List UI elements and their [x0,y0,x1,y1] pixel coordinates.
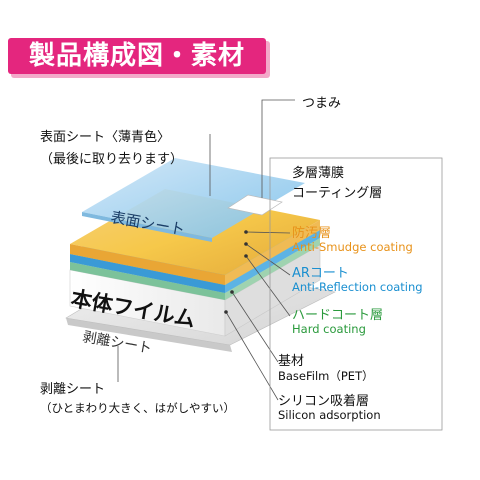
coating-header-line2: コーティング層 [292,186,383,201]
hard-coating-edge [70,262,225,300]
release-sheet-title: 剥離シート [40,382,106,397]
base-en-label: BaseFilm（PET） [278,369,374,383]
hard-leader [245,255,291,317]
antismudge-en-label: Anti-Smudge coating [292,240,413,254]
ar-en-label: Anti-Reflection coating [292,280,423,294]
surface-sheet-edge [82,212,212,242]
hard-jp-label: ハードコート層 [292,308,384,323]
antismudge-edge [70,244,225,285]
silicon-jp-label: シリコン吸着層 [278,394,370,409]
leader-dots [224,230,248,314]
page-title: 製品構成図・素材 [28,41,245,71]
surface-sheet-note: （最後に取り去ります） [40,152,184,167]
release-sheet-edge [66,318,232,352]
silicon-leader [225,311,279,401]
tab-shape [227,194,283,216]
main-film-side [224,244,321,337]
surface-sheet-title: 表面シート〈薄青色〉 [40,130,171,145]
title-banner-shape [8,38,270,78]
ar-jp-label: ARコート [292,266,349,281]
main-film-layer [69,244,321,337]
release-sheet-note: （ひとまわり大きく、はがしやすい） [40,401,236,415]
ar-coating-side [225,230,320,293]
surface-sheet-top [82,158,305,238]
ar-coating-edge [70,254,225,293]
ar-leader [245,243,291,276]
base-jp-label: 基材 [278,354,305,369]
antismudge-leader [245,231,291,234]
hard-coating-side [225,238,320,300]
silicon-en-label: Silicon adsorption [278,408,381,422]
tab-leader [261,99,295,198]
tab-label: つまみ [302,96,342,111]
coating-header-line1: 多層薄膜 [292,166,345,181]
surface-sheet-layer [82,158,305,242]
coating-bracket [269,157,443,431]
antismudge-side [225,220,320,285]
title-banner: 製品構成図・素材 [8,38,270,78]
hard-en-label: Hard coating [292,322,366,336]
antismudge-jp-label: 防汚層 [292,226,332,241]
